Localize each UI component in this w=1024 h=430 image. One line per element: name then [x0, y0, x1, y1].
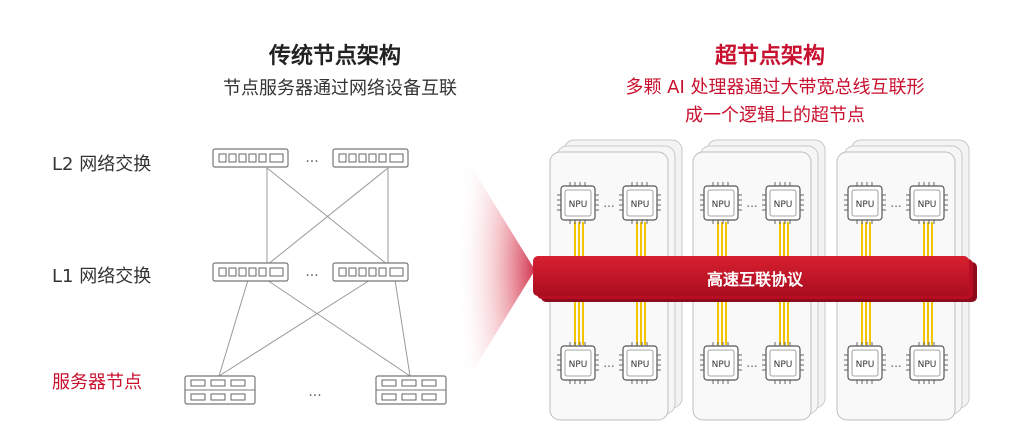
npu-body: [703, 185, 739, 221]
npu-die: [626, 349, 654, 377]
network-links: [218, 167, 411, 377]
high-speed-interconnect-bus: [533, 256, 969, 296]
traditional-architecture-subtitle: 节点服务器通过网络设备互联: [223, 78, 457, 99]
npu-die: [769, 189, 797, 217]
npu-label: NPU: [774, 360, 793, 370]
l2-switch-right: [332, 148, 409, 168]
supernode-subtitle-line-1: 多颗 AI 处理器通过大带宽总线互联形: [625, 77, 925, 98]
npu-label: NPU: [918, 360, 937, 370]
npu-ellipsis: ...: [603, 356, 614, 370]
npu-label: NPU: [856, 360, 875, 370]
npu-body: [703, 345, 739, 381]
server-node-layer-label: 服务器节点: [52, 372, 142, 393]
l2-switch-layer-label: L2 网络交换: [52, 154, 152, 175]
npu-chip-6: NPU: [762, 182, 804, 224]
server-node-right: [375, 375, 447, 405]
supernode-subtitle-line-2: 成一个逻辑上的超节点: [685, 105, 865, 126]
npu-body: [847, 185, 883, 221]
traditional-architecture-title: 传统节点架构: [268, 44, 401, 69]
l2-ellipsis: ...: [305, 150, 318, 166]
high-speed-interconnect-label: 高速互联协议: [706, 270, 803, 289]
l1-switch-right: [332, 262, 409, 282]
npu-chip-7: NPU: [700, 342, 742, 384]
npu-body: [622, 345, 658, 381]
npu-body: [560, 345, 596, 381]
transition-arrow-glow: [455, 140, 535, 400]
npu-label: NPU: [712, 200, 731, 210]
npu-label: NPU: [631, 200, 650, 210]
server-ellipsis: ...: [308, 384, 321, 400]
npu-body: [560, 185, 596, 221]
npu-chip-8: NPU: [762, 342, 804, 384]
npu-die: [626, 189, 654, 217]
npu-die: [769, 349, 797, 377]
npu-body: [765, 345, 801, 381]
npu-die: [913, 349, 941, 377]
npu-body: [765, 185, 801, 221]
npu-chip-4: NPU: [619, 342, 661, 384]
npu-die: [851, 349, 879, 377]
l1-ellipsis: ...: [305, 264, 318, 280]
l1-switch-left: [212, 262, 289, 282]
npu-chip-3: NPU: [557, 342, 599, 384]
npu-label: NPU: [856, 200, 875, 210]
npu-body: [909, 185, 945, 221]
l2-switch-left: [212, 148, 289, 168]
supernode-architecture-title: 超节点架构: [714, 44, 825, 69]
npu-label: NPU: [774, 200, 793, 210]
npu-ellipsis: ...: [746, 356, 757, 370]
npu-label: NPU: [631, 360, 650, 370]
npu-die: [851, 189, 879, 217]
npu-chip-9: NPU: [844, 182, 886, 224]
npu-die: [564, 349, 592, 377]
npu-die: [564, 189, 592, 217]
npu-body: [847, 345, 883, 381]
npu-die: [707, 349, 735, 377]
npu-ellipsis: ...: [890, 196, 901, 210]
npu-label: NPU: [712, 360, 731, 370]
npu-chip-5: NPU: [700, 182, 742, 224]
npu-label: NPU: [569, 200, 588, 210]
npu-chip-11: NPU: [844, 342, 886, 384]
npu-die: [913, 189, 941, 217]
npu-label: NPU: [918, 200, 937, 210]
npu-chip-10: NPU: [906, 182, 948, 224]
npu-ellipsis: ...: [890, 356, 901, 370]
npu-ellipsis: ...: [746, 196, 757, 210]
npu-chip-2: NPU: [619, 182, 661, 224]
npu-body: [622, 185, 658, 221]
server-node-left: [184, 375, 256, 405]
npu-chip-12: NPU: [906, 342, 948, 384]
l1-switch-layer-label: L1 网络交换: [52, 266, 152, 287]
npu-body: [909, 345, 945, 381]
npu-label: NPU: [569, 360, 588, 370]
npu-chip-1: NPU: [557, 182, 599, 224]
npu-ellipsis: ...: [603, 196, 614, 210]
supernode-architecture-subtitle: 多颗 AI 处理器通过大带宽总线互联形 成一个逻辑上的超节点: [595, 74, 955, 130]
npu-die: [707, 189, 735, 217]
